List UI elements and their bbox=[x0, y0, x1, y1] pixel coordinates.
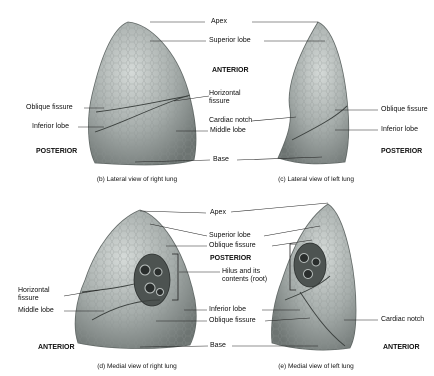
label-posterior-top-right: POSTERIOR bbox=[381, 148, 422, 156]
label-cardiac-notch-top: Cardiac notch bbox=[209, 117, 252, 125]
label-base-top: Base bbox=[213, 156, 229, 164]
hilus-right bbox=[134, 254, 170, 306]
left-lung-medial bbox=[271, 204, 356, 350]
label-inferior-lobe-top-right: Inferior lobe bbox=[381, 126, 418, 134]
caption-c: (c) Lateral view of left lung bbox=[278, 176, 354, 183]
label-superior-lobe-bottom: Superior lobe bbox=[209, 232, 251, 240]
caption-d: (d) Medial view of right lung bbox=[97, 363, 176, 370]
label-apex-bottom: Apex bbox=[210, 209, 226, 217]
label-anterior-bottom-left: ANTERIOR bbox=[38, 344, 75, 352]
right-lung-lateral bbox=[88, 22, 196, 165]
label-inferior-lobe-bottom: Inferior lobe bbox=[209, 306, 246, 314]
label-posterior-bottom: POSTERIOR bbox=[210, 255, 251, 263]
label-oblique-fissure-bottom-low: Oblique fissure bbox=[209, 317, 256, 325]
caption-b: (b) Lateral view of right lung bbox=[97, 176, 177, 183]
label-anterior-top: ANTERIOR bbox=[212, 67, 249, 75]
label-hilus: Hilus and its contents (root) bbox=[222, 268, 284, 284]
label-inferior-lobe-top-left: Inferior lobe bbox=[32, 123, 69, 131]
label-middle-lobe-bottom: Middle lobe bbox=[18, 307, 54, 315]
label-horizontal-fissure-top: Horizontal fissure bbox=[209, 90, 249, 106]
label-superior-lobe-top: Superior lobe bbox=[209, 37, 251, 45]
left-lung-lateral bbox=[278, 22, 349, 164]
hilus-left bbox=[294, 243, 326, 287]
label-cardiac-notch-bottom: Cardiac notch bbox=[381, 316, 424, 324]
label-oblique-fissure-top-right: Oblique fissure bbox=[381, 106, 428, 114]
label-anterior-bottom-right: ANTERIOR bbox=[383, 344, 420, 352]
caption-e: (e) Medial view of left lung bbox=[278, 363, 354, 370]
label-middle-lobe-top: Middle lobe bbox=[210, 127, 246, 135]
label-oblique-fissure-top-left: Oblique fissure bbox=[26, 104, 73, 112]
label-horizontal-fissure-bottom: Horizontal fissure bbox=[18, 287, 64, 303]
label-base-bottom: Base bbox=[210, 342, 226, 350]
label-posterior-top-left: POSTERIOR bbox=[36, 148, 77, 156]
label-apex-top: Apex bbox=[211, 18, 227, 26]
label-oblique-fissure-bottom-top: Oblique fissure bbox=[209, 242, 256, 250]
